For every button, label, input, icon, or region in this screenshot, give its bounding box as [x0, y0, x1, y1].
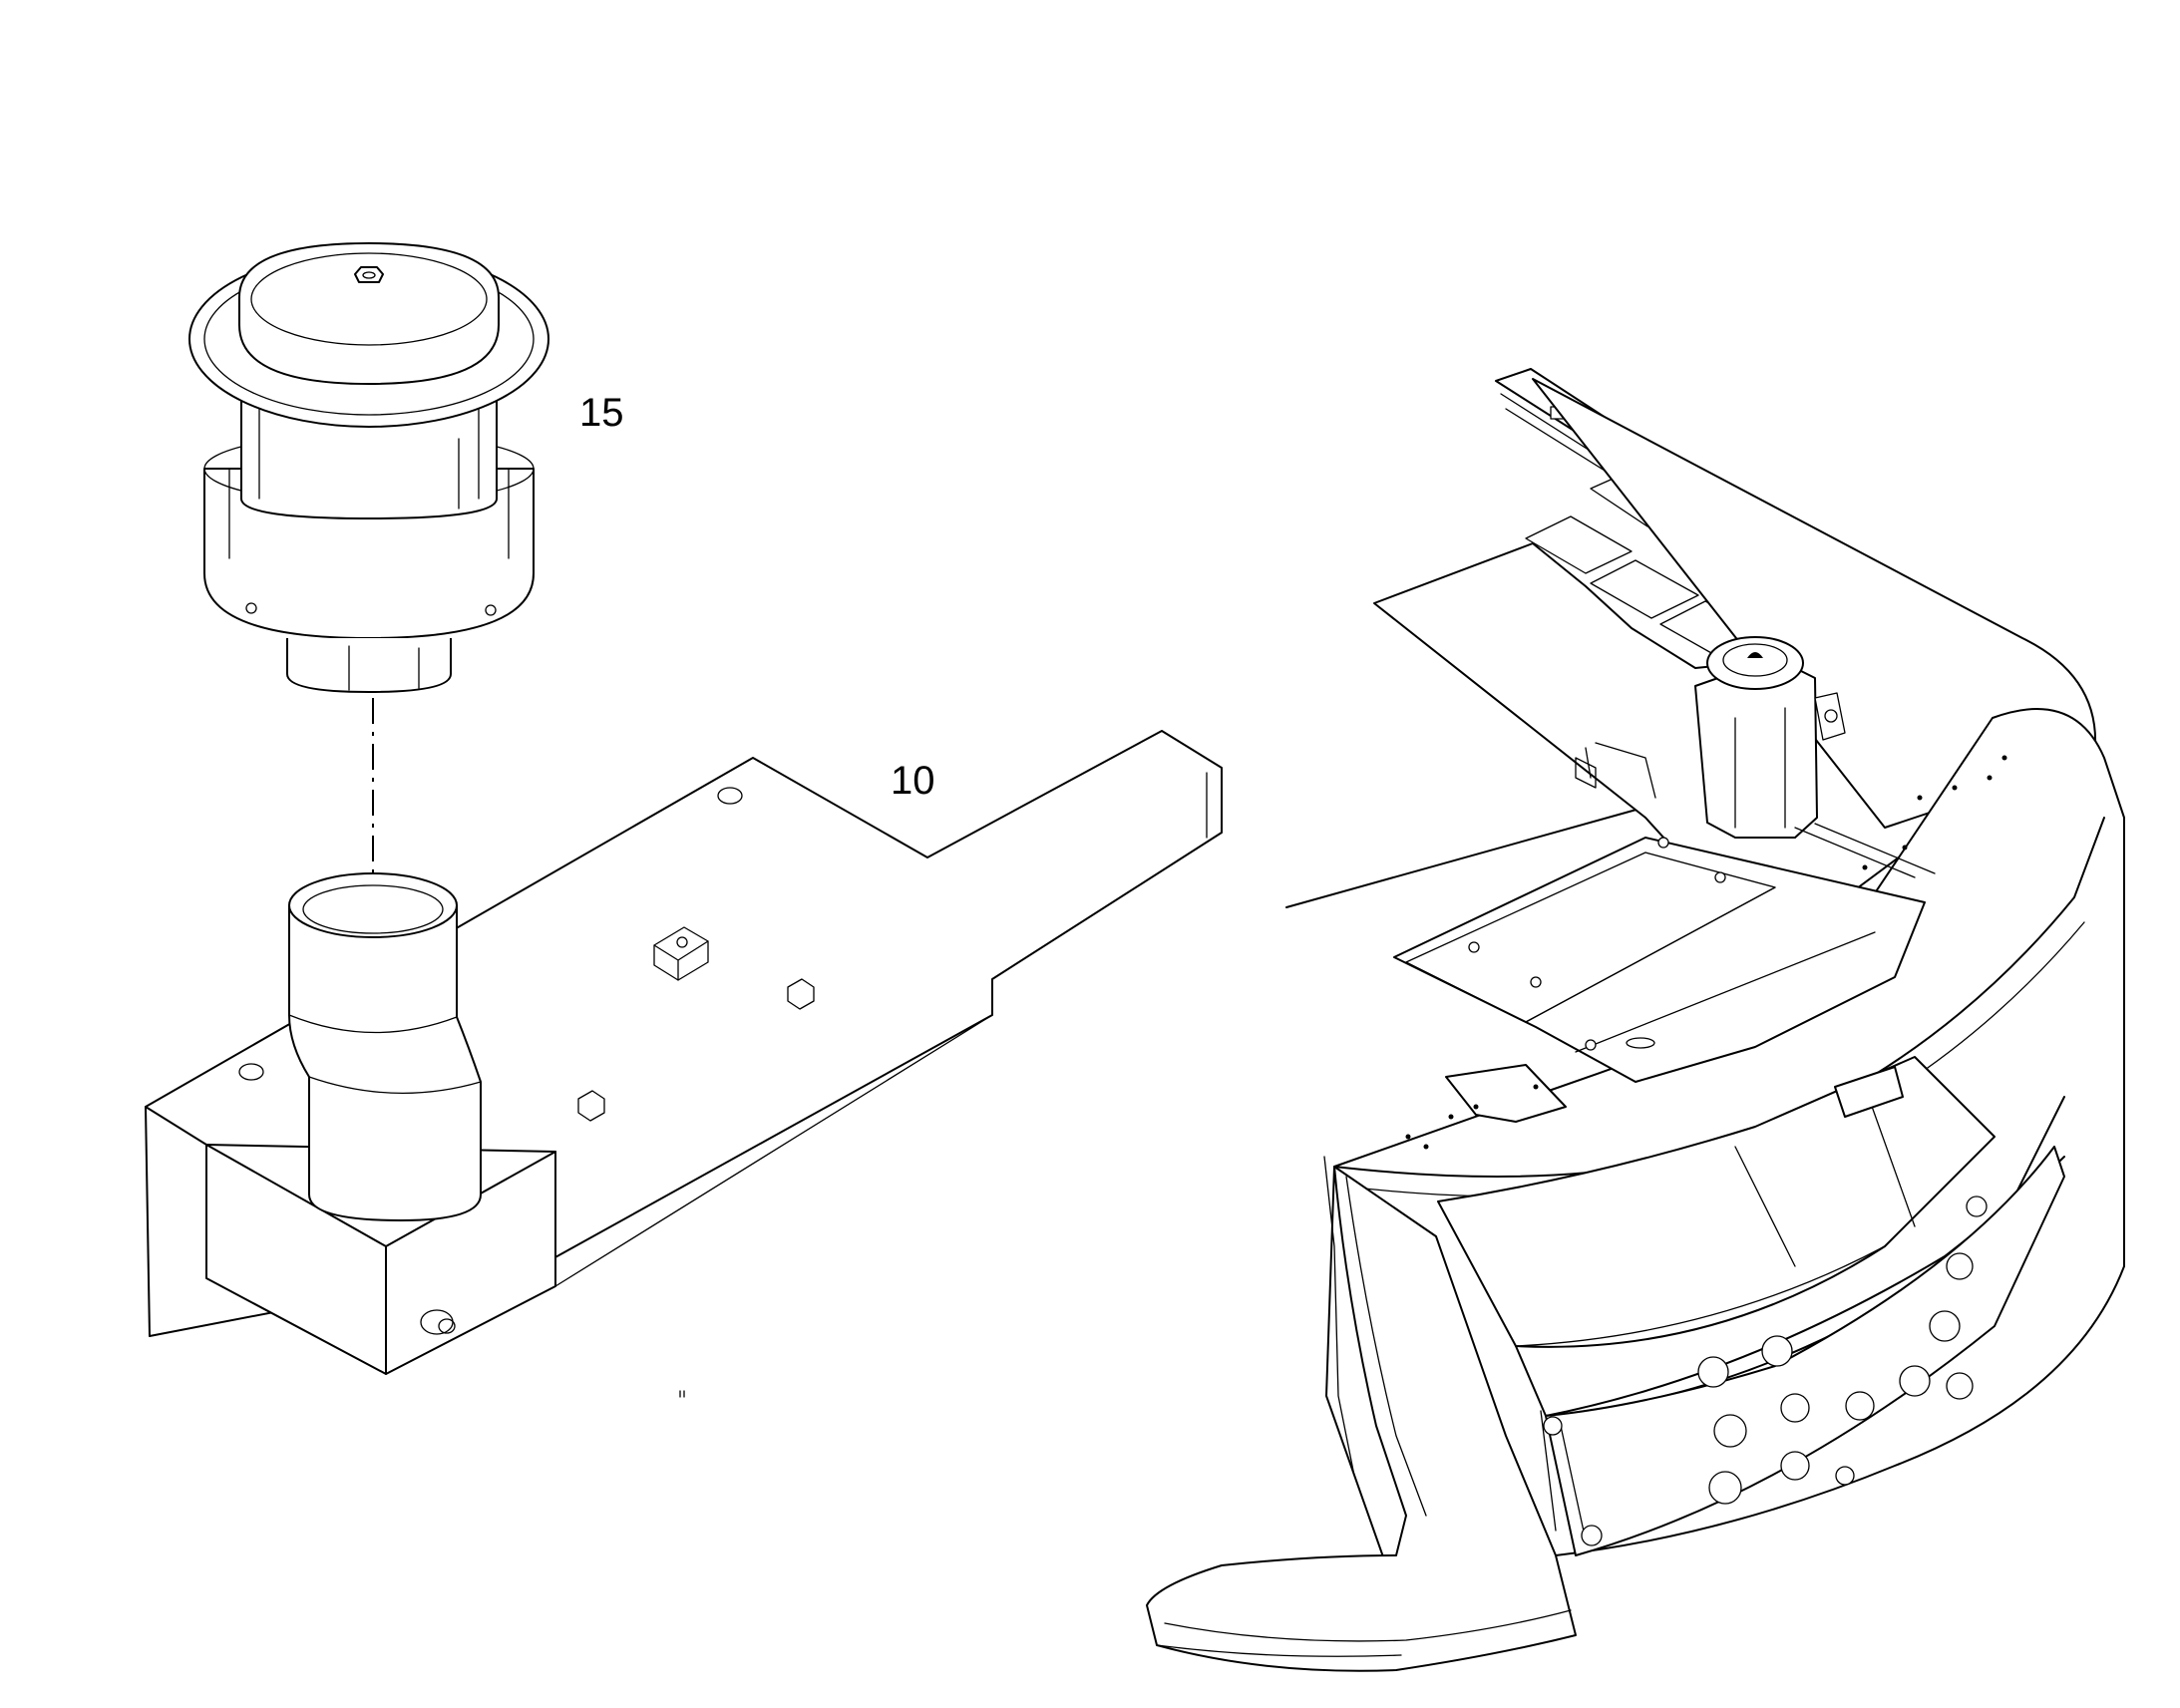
duct-pipe [288, 904, 482, 1221]
stray-mark [679, 1390, 685, 1398]
callout-label-10: 10 [891, 759, 935, 803]
callout-label-15: 15 [579, 391, 624, 435]
cap-nut [354, 266, 384, 283]
vehicle-fender [1146, 1166, 1577, 1672]
body-rivets [1405, 755, 2007, 1150]
duct-fitting [420, 1309, 454, 1335]
vehicle-grille [1545, 1146, 2065, 1556]
air-intake-cap-part [188, 242, 549, 693]
vehicle-windshield [1437, 1056, 1996, 1348]
grille-holes [1543, 1196, 1988, 1546]
leader-line [1285, 807, 1644, 908]
cap-dome [238, 242, 500, 385]
vehicle-front-section [1146, 368, 2125, 1672]
deck-plate-bolts [1468, 837, 1726, 1051]
cap-spigot [286, 638, 452, 693]
intake-duct-part [145, 730, 1223, 1375]
installed-intake-cap [1706, 636, 1804, 690]
